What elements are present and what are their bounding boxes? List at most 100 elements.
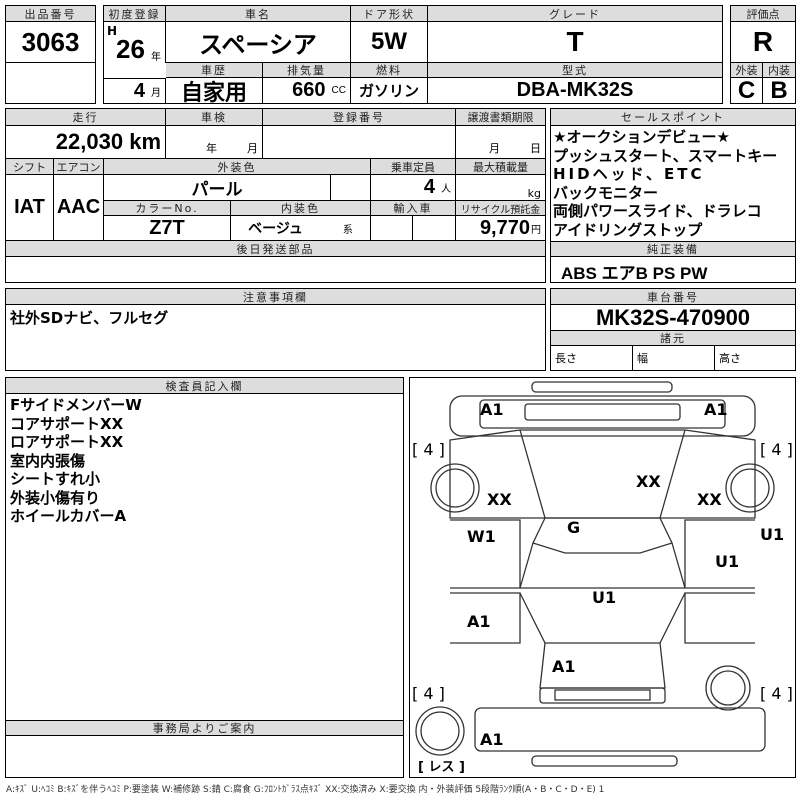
equip-label: 純正装備 bbox=[551, 241, 795, 257]
inspection-label: 車検 bbox=[166, 109, 263, 126]
tire-mark: [ 4 ] bbox=[412, 684, 445, 703]
spare-tire-mark: [ レス ] bbox=[418, 760, 465, 775]
year: 26 bbox=[116, 34, 145, 63]
shift-label: シフト bbox=[6, 159, 54, 175]
grade-label: グレード bbox=[428, 6, 722, 22]
damage-mark: A1 bbox=[480, 730, 504, 749]
reg-number bbox=[263, 126, 456, 159]
notes-box: 注意事項欄 社外SDナビ、フルセグ bbox=[5, 288, 546, 371]
door-label: ドア形状 bbox=[351, 6, 428, 22]
sales-point: バックモニター bbox=[553, 183, 659, 202]
disp-label: 排気量 bbox=[263, 63, 351, 78]
color-label: 外装色 bbox=[104, 159, 371, 175]
transfer-label: 譲渡書類期限 bbox=[456, 109, 545, 126]
chassis-box: 車台番号 MK32S-470900 諸元 長さ 幅 高さ bbox=[550, 288, 796, 371]
door-type: 5W bbox=[351, 22, 428, 63]
score: R bbox=[731, 22, 795, 63]
interior-label: 内装色 bbox=[231, 201, 371, 216]
damage-mark: XX bbox=[697, 490, 722, 509]
legend: A:ｷｽﾞ U:ﾍｺﾐ B:ｷｽﾞを伴うﾍｺﾐ P:要塗装 W:補修跡 S:錆 … bbox=[6, 785, 605, 795]
fuel-label: 燃料 bbox=[351, 63, 428, 78]
mileage-label: 走行 bbox=[6, 109, 166, 126]
transfer-deadline: 月日 bbox=[456, 126, 545, 159]
inspector-line: コアサポートXX bbox=[10, 414, 124, 433]
notes-text: 社外SDナビ、フルセグ bbox=[10, 309, 169, 327]
later-parts-label: 後日発送部品 bbox=[6, 241, 545, 257]
damage-mark: A1 bbox=[480, 400, 504, 419]
sales-points: ★オークションデビュー★ プッシュスタート、スマートキー HIDヘッド、ETC … bbox=[553, 128, 777, 239]
damage-mark: XX bbox=[636, 472, 661, 491]
inspector-box: 検査員記入欄 FサイドメンバーW コアサポートXX ロアサポートXX 室内内張傷… bbox=[5, 377, 404, 778]
sales-point: アイドリングストップ bbox=[553, 220, 703, 239]
exterior-color: パール bbox=[104, 175, 331, 201]
damage-mark: XX bbox=[487, 490, 512, 509]
shift: IAT bbox=[6, 175, 54, 241]
chassis-number: MK32S-470900 bbox=[551, 305, 795, 331]
equipment: ABS エアB PS PW bbox=[561, 264, 708, 283]
interior-color: ベージュ系 bbox=[231, 216, 371, 241]
inspector-line: ロアサポートXX bbox=[10, 433, 124, 451]
sales-point: プッシュスタート、スマートキー bbox=[553, 146, 778, 165]
notes-label: 注意事項欄 bbox=[6, 289, 545, 305]
recycle-label: リサイクル預託金 bbox=[456, 201, 545, 216]
tire-mark: [ 4 ] bbox=[760, 440, 793, 459]
damage-mark: W1 bbox=[467, 527, 496, 546]
int-grade: B bbox=[770, 78, 788, 103]
model-label: 型式 bbox=[428, 63, 722, 78]
color-number: Z7T bbox=[104, 216, 231, 241]
history: 自家用 bbox=[166, 78, 263, 103]
year-unit: 年 bbox=[151, 52, 161, 63]
inspector-line: 外装小傷有り bbox=[10, 488, 101, 507]
sales-box: セールスポイント ★オークションデビュー★ プッシュスタート、スマートキー HI… bbox=[550, 108, 796, 283]
history-label: 車歴 bbox=[166, 63, 263, 78]
chassis-label: 車台番号 bbox=[551, 289, 795, 305]
inspector-label: 検査員記入欄 bbox=[6, 378, 403, 394]
width: 幅 bbox=[633, 346, 715, 370]
color-blank bbox=[331, 175, 371, 201]
inspector-notes: FサイドメンバーW コアサポートXX ロアサポートXX 室内内張傷 シートすれ小… bbox=[10, 396, 142, 526]
fuel: ガソリン bbox=[351, 78, 428, 103]
mileage: 22,030 km bbox=[6, 126, 166, 159]
damage-mark: U1 bbox=[592, 588, 617, 607]
damage-mark: A1 bbox=[467, 612, 491, 631]
lot-box: 出品番号 3063 bbox=[5, 5, 96, 104]
int-label: 内装 bbox=[763, 63, 795, 78]
car-diagram: A1 A1 [ 4 ] [ 4 ] XX XX XX G W1 U1 U1 U1… bbox=[409, 377, 796, 778]
ext-label: 外装 bbox=[731, 63, 763, 78]
inspection-date: 年月 bbox=[166, 126, 263, 159]
load-label: 最大積載量 bbox=[456, 159, 545, 175]
load-value: kg bbox=[456, 175, 545, 201]
inspector-line: 室内内張傷 bbox=[10, 451, 86, 470]
import-b bbox=[413, 216, 456, 241]
damage-mark: A1 bbox=[704, 400, 728, 419]
first-reg-label: 初度登録 bbox=[104, 6, 166, 22]
era: H bbox=[107, 24, 118, 38]
damage-mark: A1 bbox=[552, 657, 576, 676]
reg-label: 登録番号 bbox=[263, 109, 456, 126]
aircon: AAC bbox=[54, 175, 104, 241]
car-outline-icon bbox=[415, 381, 775, 767]
name-label: 車名 bbox=[166, 6, 351, 22]
model-code: DBA-MK32S bbox=[516, 79, 634, 101]
inspector-line: ホイールカバーA bbox=[10, 507, 127, 525]
damage-mark: U1 bbox=[715, 552, 740, 571]
inspector-line: シートすれ小 bbox=[10, 470, 101, 488]
spec-label: 諸元 bbox=[551, 331, 795, 346]
damage-mark: G bbox=[567, 518, 581, 537]
import-a bbox=[371, 216, 413, 241]
lot-number: 3063 bbox=[6, 22, 95, 63]
inspector-line: FサイドメンバーW bbox=[10, 396, 142, 414]
ac-label: エアコン bbox=[54, 159, 104, 175]
details-box: 走行 車検 登録番号 譲渡書類期限 22,030 km 年月 月日 シフト エア… bbox=[5, 108, 546, 283]
score-label: 評価点 bbox=[731, 6, 795, 22]
height: 高さ bbox=[719, 352, 741, 365]
grade: T bbox=[428, 22, 722, 63]
ext-grade: C bbox=[731, 78, 763, 103]
sales-point: ★オークションデビュー★ bbox=[553, 128, 730, 146]
tire-mark: [ 4 ] bbox=[760, 684, 793, 703]
office-label: 事務局よりご案内 bbox=[6, 720, 403, 736]
